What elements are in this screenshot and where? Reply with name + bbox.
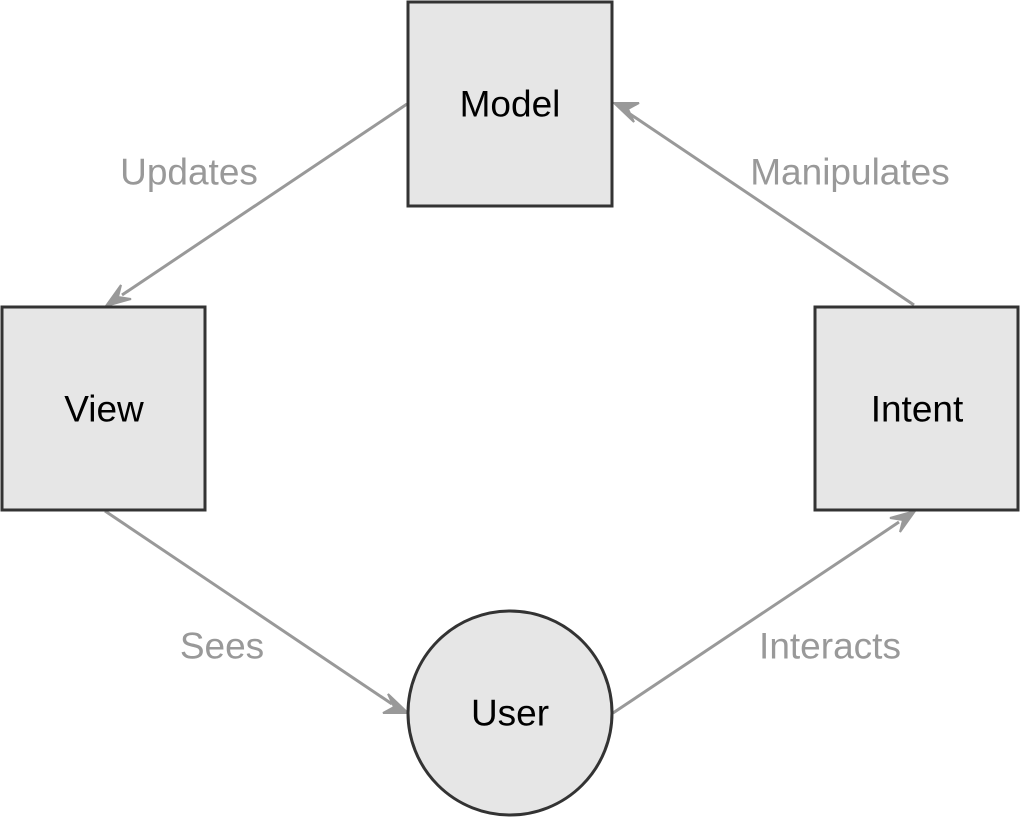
edge-sees-line: [104, 509, 393, 706]
arrowhead-icon: [382, 693, 411, 714]
edge-manipulates-line: [629, 112, 915, 307]
edge-updates-line: [121, 102, 408, 297]
edge-model-to-view: Updates: [103, 102, 408, 308]
node-intent-box: [813, 305, 1020, 512]
node-intent: Intent: [813, 305, 1020, 512]
node-view-box: [0, 305, 207, 512]
edge-label-manipulates: Manipulates: [750, 152, 950, 193]
node-model-label: Model: [460, 84, 561, 125]
node-user: User: [406, 609, 614, 817]
edge-intent-to-model: Manipulates: [611, 102, 950, 307]
node-model: Model: [406, 0, 614, 208]
node-view: View: [0, 305, 207, 512]
edge-label-updates: Updates: [120, 152, 258, 193]
edge-user-to-intent: Interacts: [612, 509, 918, 715]
node-user-label: User: [471, 693, 549, 734]
node-intent-label: Intent: [871, 389, 964, 430]
edge-label-interacts: Interacts: [759, 626, 901, 667]
arrowhead-icon: [889, 509, 918, 533]
edge-interacts-line: [612, 520, 900, 715]
node-model-box: [406, 0, 614, 208]
arrowhead-icon: [103, 284, 132, 308]
node-user-circle: [406, 609, 614, 817]
node-view-label: View: [64, 389, 144, 430]
arrowhead-icon: [611, 102, 640, 123]
edge-label-sees: Sees: [180, 626, 264, 667]
edge-view-to-user: Sees: [104, 509, 411, 714]
